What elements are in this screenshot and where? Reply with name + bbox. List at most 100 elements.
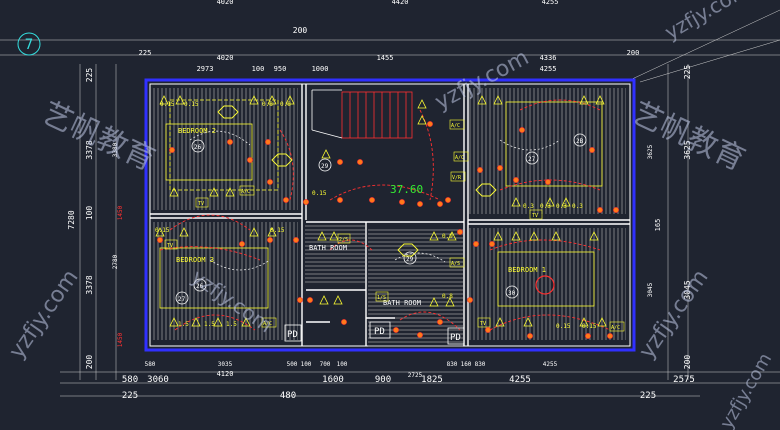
dim-bottom-2-3: 1600 xyxy=(322,375,344,385)
socket-symbol xyxy=(247,157,253,163)
fixture-tag: A/C xyxy=(263,321,272,327)
triangle-symbol xyxy=(179,227,189,237)
triangle-symbol xyxy=(529,231,539,241)
fixture-value: 0.3 xyxy=(572,203,583,210)
triangle-symbol xyxy=(321,149,331,159)
socket-symbol xyxy=(369,197,375,203)
socket-symbol xyxy=(341,319,347,325)
triangle-symbol xyxy=(511,231,521,241)
socket-symbol xyxy=(337,159,343,165)
socket-symbol xyxy=(157,237,163,243)
triangle-symbol xyxy=(477,95,487,105)
triangle-symbol xyxy=(159,95,169,105)
triangle-symbol xyxy=(169,187,179,197)
dim-top-3-5: 200 xyxy=(627,49,640,57)
fixture-value: 0.15 xyxy=(556,323,571,330)
triangle-symbol xyxy=(417,99,427,109)
socket-symbol xyxy=(485,327,491,333)
dim-left-inner-2: 100 xyxy=(85,206,94,221)
fixture-value: 0.15 xyxy=(155,227,170,234)
grid-marker-label: 7 xyxy=(25,37,33,53)
dim-bottom-3-1: 225 xyxy=(122,391,138,401)
room-label-bath-1: BATH ROOM xyxy=(309,244,347,252)
dim-bottom-2-6: 4255 xyxy=(509,375,531,385)
center-elevation-value: 37.60 xyxy=(390,183,423,196)
dim-top-1-3: 4255 xyxy=(542,0,559,6)
bottom-dimensions: 580 3035 500 100 700 100 2725 830 160 83… xyxy=(122,361,695,401)
watermark-url-4: yzfjy.com xyxy=(661,0,754,44)
socket-symbol xyxy=(337,197,343,203)
fixture-tags: A/C A/C A/C A/C TV TV TV TV V/R A/S A/C … xyxy=(164,119,625,332)
dim-left-innermost-4: 1450 xyxy=(117,332,124,347)
triangle-symbol xyxy=(209,187,219,197)
dim-top-3-3: 1455 xyxy=(377,54,394,62)
fixture-tag: TV xyxy=(198,201,204,207)
fixture-tag: A/C xyxy=(451,123,460,129)
ceiling-outlines xyxy=(159,99,603,309)
socket-symbol xyxy=(267,237,273,243)
triangle-symbol xyxy=(285,95,295,105)
dim-left-outer-2: 7280 xyxy=(67,210,76,229)
room-labels: BEDROOM 2 BEDROOM 3 BEDROOM 1 BATH ROOM … xyxy=(176,127,546,307)
dim-top-3-1: 225 xyxy=(139,49,152,57)
fixture-value: 1.5 xyxy=(204,321,215,328)
dim-right-outer-4: 3045 xyxy=(683,280,692,299)
light-number: 29 xyxy=(406,256,414,263)
dim-bottom-2-2: 4120 xyxy=(217,370,234,378)
dim-bottom-1-3: 500 xyxy=(287,361,298,368)
fixture-value: 0.15 xyxy=(312,190,327,197)
dim-top-4-2: 100 xyxy=(252,65,265,73)
socket-symbol xyxy=(477,167,483,173)
triangle-symbol xyxy=(447,231,457,241)
socket-symbol xyxy=(293,237,299,243)
tag-box: V/R xyxy=(450,171,466,182)
triangle-symbol xyxy=(495,317,505,327)
triangle-symbol xyxy=(579,317,589,327)
dim-top-3-2: 4020 xyxy=(217,54,234,62)
left-dimensions: 225 7280 200 3378 100 3378 3380 1450 278… xyxy=(67,68,124,370)
triangle-symbol xyxy=(333,295,343,305)
tag-box: A/C xyxy=(453,151,469,162)
triangle-symbol xyxy=(213,317,223,327)
socket-symbol xyxy=(169,147,175,153)
socket-symbol xyxy=(519,127,525,133)
dim-bottom-1-2: 3035 xyxy=(218,361,233,368)
fixture-tag: V/R xyxy=(452,175,462,181)
socket-symbol xyxy=(473,241,479,247)
fixture-tag: 1/S xyxy=(377,295,386,301)
right-dimensions: 225 3625 165 3045 200 3625 3045 xyxy=(647,65,692,370)
dim-bottom-225-right: 225 xyxy=(640,391,656,401)
tag-box: 1/S xyxy=(375,291,389,302)
staircase xyxy=(311,89,413,139)
light-fixtures: 26 26 29 29 27 30 27 2B xyxy=(175,133,587,305)
tag-box: A/C xyxy=(449,119,465,130)
dim-top-2-1: 200 xyxy=(293,26,308,35)
triangle-symbol xyxy=(319,295,329,305)
fixture-value: 0.8 xyxy=(262,101,273,108)
triangle-symbol xyxy=(589,231,599,241)
socket-symbol xyxy=(597,207,603,213)
socket-symbol xyxy=(239,241,245,247)
triangle-symbol xyxy=(191,317,201,327)
triangle-symbol xyxy=(317,231,327,241)
room-floors xyxy=(152,88,626,348)
socket-symbol xyxy=(265,139,271,145)
triangle-symbol xyxy=(545,197,555,207)
dim-bottom-1-6: 100 xyxy=(337,361,348,368)
dim-right-inner-2: 3045 xyxy=(647,282,654,297)
tag-box: 2/S xyxy=(337,233,351,244)
dim-top-4-3: 950 xyxy=(274,65,287,73)
fixture-tag: TV xyxy=(480,321,486,327)
triangle-symbol xyxy=(155,227,165,237)
socket-symbol xyxy=(427,121,433,127)
warning-triangle-symbols xyxy=(155,95,607,327)
triangle-symbol xyxy=(597,317,607,327)
fixture-value: 0.15 xyxy=(160,101,175,108)
fixture-tag: A/S xyxy=(451,261,460,267)
socket-symbol xyxy=(417,201,423,207)
dim-left-outer-1: 225 xyxy=(85,68,94,83)
fixture-tag: A/C xyxy=(611,325,620,331)
socket-symbol xyxy=(227,139,233,145)
